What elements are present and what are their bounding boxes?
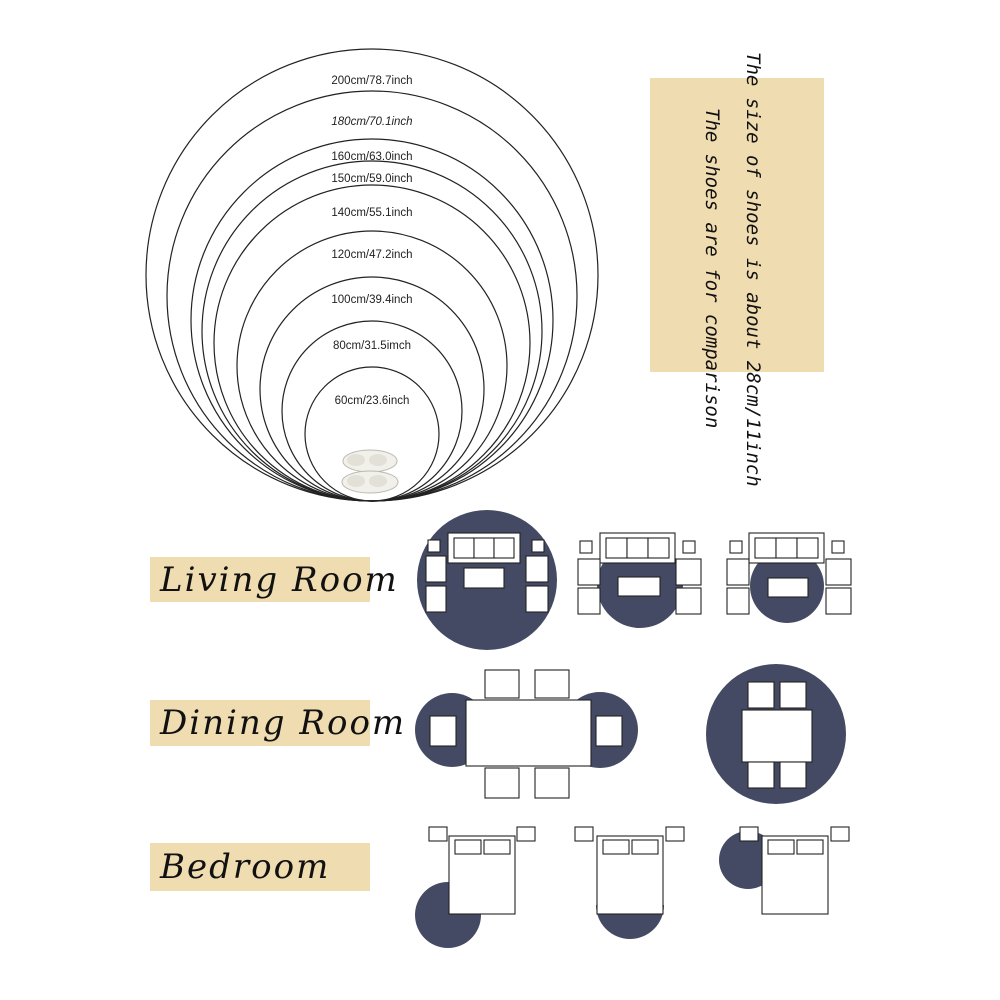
dining-table-icon	[465, 699, 592, 767]
bed-icon	[574, 826, 685, 915]
armchair-icon	[726, 540, 852, 615]
size-label-150cm: 150cm/59.0inch	[331, 173, 412, 185]
bedroom-label: Bedroom	[160, 847, 331, 887]
armchair-icon	[425, 539, 549, 613]
bedroom-label-background	[150, 843, 370, 891]
bed-icon	[428, 826, 536, 915]
size-label-160cm: 160cm/63.0inch	[331, 151, 412, 163]
sofa-icon	[748, 532, 825, 564]
size-label-200cm: 200cm/78.7inch	[331, 75, 412, 87]
sofa-icon	[447, 532, 521, 564]
size-label-120cm: 120cm/47.2inch	[331, 249, 412, 261]
chair-icon	[747, 681, 807, 789]
armchair-icon	[577, 540, 702, 615]
chair-icon	[429, 669, 623, 799]
size-label-60cm: 60cm/23.6inch	[335, 395, 410, 407]
coffee-table-icon	[617, 576, 661, 597]
note-shoe-size: The size of shoes is about 28cm/11inch	[742, 52, 764, 487]
note-comparison: The shoes are for comparison	[701, 108, 723, 429]
dining-room-label: Dining Room	[160, 703, 407, 743]
bedroom-layouts	[415, 826, 850, 948]
sofa-icon	[599, 532, 676, 564]
living-room-label: Living Room	[160, 560, 399, 600]
dining-room-label-background	[150, 700, 370, 746]
coffee-table-icon	[767, 577, 809, 598]
living-room-label-background	[150, 557, 370, 602]
bed-icon	[739, 826, 850, 915]
size-label-100cm: 100cm/39.4inch	[331, 294, 412, 306]
coffee-table-icon	[463, 567, 505, 589]
note-background	[650, 78, 824, 372]
slippers-icon	[341, 449, 399, 494]
dining-room-layouts	[415, 664, 846, 804]
size-label-140cm: 140cm/55.1inch	[331, 207, 412, 219]
living-room-layouts	[417, 510, 852, 650]
circle-60cm	[304, 366, 440, 502]
size-label-80cm: 80cm/31.5imch	[333, 340, 411, 352]
size-label-180cm: 180cm/70.1inch	[331, 116, 412, 128]
dining-table-icon	[741, 709, 813, 763]
